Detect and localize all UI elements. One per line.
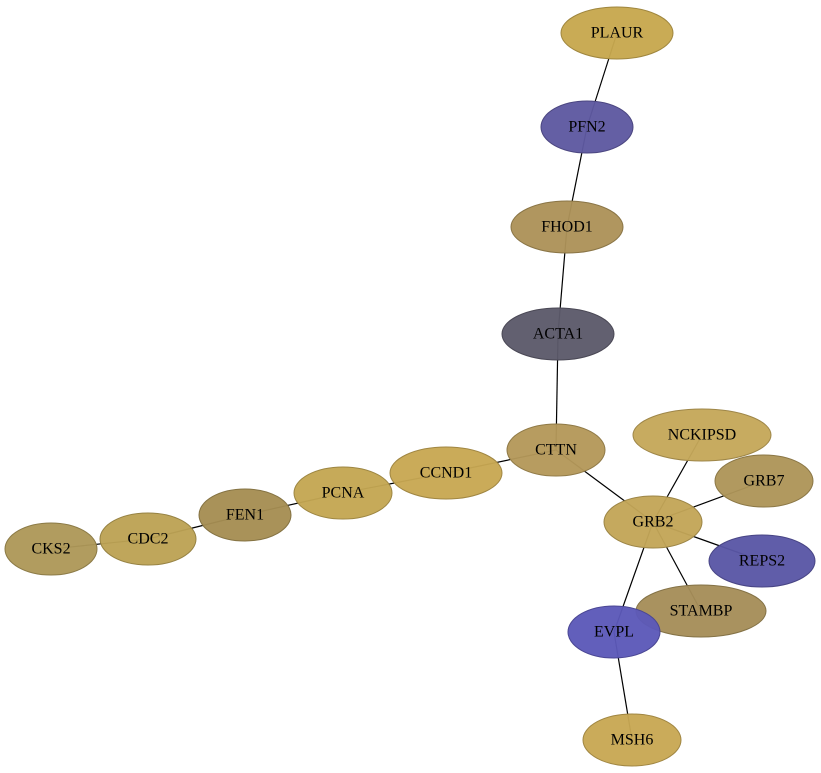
node-pfn2[interactable]: PFN2	[540, 100, 634, 154]
node-shape-plaur	[560, 6, 674, 60]
node-shape-acta1	[501, 307, 615, 361]
node-grb7[interactable]: GRB7	[714, 454, 814, 508]
node-ccnd1[interactable]: CCND1	[389, 446, 503, 500]
node-shape-fen1	[198, 488, 292, 542]
node-label-cdc2: CDC2	[128, 531, 169, 548]
node-stambp[interactable]: STAMBP	[635, 584, 767, 638]
node-shape-cks2	[4, 522, 98, 576]
node-acta1[interactable]: ACTA1	[501, 307, 615, 361]
node-shape-reps2	[708, 534, 816, 588]
node-shape-fhod1	[510, 200, 624, 254]
node-fhod1[interactable]: FHOD1	[510, 200, 624, 254]
node-shape-cdc2	[99, 512, 197, 566]
node-fen1[interactable]: FEN1	[198, 488, 292, 542]
node-label-cttn: CTTN	[535, 442, 577, 459]
node-label-pcna: PCNA	[322, 485, 365, 502]
node-shape-grb7	[714, 454, 814, 508]
node-label-fen1: FEN1	[226, 507, 264, 524]
node-nckipsd[interactable]: NCKIPSD	[632, 408, 772, 462]
node-label-ccnd1: CCND1	[420, 465, 472, 482]
node-shape-nckipsd	[632, 408, 772, 462]
node-shape-msh6	[582, 713, 682, 767]
node-shape-cttn	[506, 423, 606, 477]
node-shape-pcna	[293, 466, 393, 520]
node-label-pfn2: PFN2	[568, 119, 605, 136]
node-label-msh6: MSH6	[611, 732, 654, 749]
node-label-nckipsd: NCKIPSD	[668, 427, 736, 444]
node-shape-grb2	[603, 495, 703, 549]
node-label-fhod1: FHOD1	[541, 219, 593, 236]
node-pcna[interactable]: PCNA	[293, 466, 393, 520]
node-label-grb7: GRB7	[744, 473, 785, 490]
node-label-plaur: PLAUR	[591, 25, 644, 42]
node-label-evpl: EVPL	[594, 624, 634, 641]
node-msh6[interactable]: MSH6	[582, 713, 682, 767]
node-plaur[interactable]: PLAUR	[560, 6, 674, 60]
node-cdc2[interactable]: CDC2	[99, 512, 197, 566]
node-shape-pfn2	[540, 100, 634, 154]
node-label-acta1: ACTA1	[533, 326, 583, 343]
node-label-stambp: STAMBP	[670, 603, 733, 620]
node-cttn[interactable]: CTTN	[506, 423, 606, 477]
node-label-cks2: CKS2	[31, 541, 70, 558]
node-evpl[interactable]: EVPL	[567, 605, 661, 659]
node-cks2[interactable]: CKS2	[4, 522, 98, 576]
node-shape-evpl	[567, 605, 661, 659]
node-grb2[interactable]: GRB2	[603, 495, 703, 549]
node-label-grb2: GRB2	[633, 514, 674, 531]
node-shape-ccnd1	[389, 446, 503, 500]
node-label-reps2: REPS2	[739, 553, 785, 570]
node-reps2[interactable]: REPS2	[708, 534, 816, 588]
